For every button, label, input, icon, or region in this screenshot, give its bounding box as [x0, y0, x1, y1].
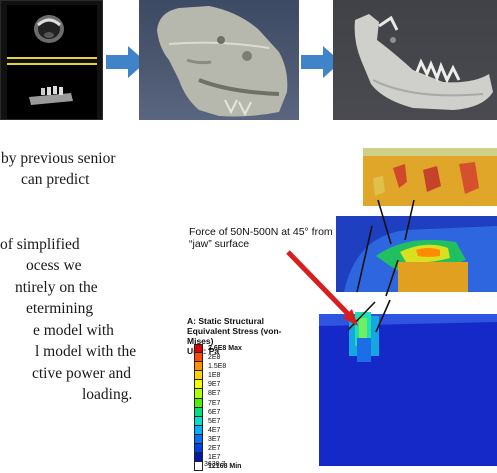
paragraph-line: e model with	[33, 322, 114, 339]
legend-swatch	[194, 380, 203, 390]
legend-label: 2E8	[208, 354, 221, 362]
paragraph-line: l model with the	[35, 343, 137, 360]
fea-tooth-detail-image	[336, 216, 497, 292]
paragraph-line: etermining	[26, 300, 94, 317]
legend-swatch	[194, 398, 203, 408]
paragraph-line: ntirely on the	[15, 279, 98, 296]
legend-swatch	[194, 453, 203, 463]
arrow-right-icon	[301, 46, 341, 83]
legend-color-bar	[194, 344, 203, 472]
arrow-right-icon	[106, 46, 146, 83]
paragraph-line: can predict	[21, 171, 90, 188]
legend-swatch	[194, 416, 203, 426]
ct-scan-image	[0, 0, 103, 120]
legend-label: 8E7	[208, 390, 221, 398]
ct-sagittal-view	[7, 63, 97, 119]
legend-swatch	[194, 425, 203, 435]
legend-label: 4E7	[208, 426, 221, 434]
legend-swatch	[194, 444, 203, 454]
volume-render-image	[139, 0, 299, 120]
legend-label: 1.5E8	[208, 363, 227, 371]
legend-label: 3E7	[208, 435, 221, 443]
legend-swatch	[194, 362, 203, 372]
legend-extra-value: 3630.7	[204, 461, 226, 468]
paragraph-line: loading.	[82, 386, 133, 403]
fea-stress-model-image	[299, 298, 497, 466]
paragraph-line: ocess we	[26, 257, 82, 274]
legend-swatch	[194, 344, 203, 354]
legend-title-line: A: Static Structural	[187, 316, 264, 326]
legend-label: 12168 Min	[208, 463, 242, 471]
legend-swatch	[194, 407, 203, 417]
legend-label: 1E7	[208, 454, 221, 462]
legend-swatch	[194, 353, 203, 363]
legend-label: 7E7	[208, 399, 221, 407]
legend-swatch	[194, 434, 203, 445]
ct-axial-view	[7, 5, 97, 59]
legend-swatch	[194, 462, 203, 472]
legend-title-line: Equivalent Stress (von-Mises)	[187, 326, 282, 346]
paragraph-line: by previous senior	[1, 150, 116, 167]
legend-label: 2E7	[208, 445, 221, 453]
paragraph-line: of simplified	[0, 236, 80, 253]
paragraph-line: ctive power and	[32, 365, 131, 382]
legend-label: 2.6E8 Max	[208, 345, 242, 352]
force-label: Force of 50N-500N at 45° from “jaw” surf…	[189, 226, 333, 250]
legend-label: 9E7	[208, 381, 221, 389]
fea-zoom-detail-image	[363, 148, 497, 206]
mandible-model-image	[333, 0, 497, 120]
legend-label: 1E8	[208, 372, 221, 380]
legend-title-line: Unit: Pa	[187, 346, 220, 356]
legend-label: 6E7	[208, 408, 221, 416]
legend-label: 5E7	[208, 417, 221, 425]
legend-swatch	[194, 389, 203, 399]
legend-title: A: Static Structural Equivalent Stress (…	[187, 316, 307, 356]
legend-swatch	[194, 371, 203, 381]
